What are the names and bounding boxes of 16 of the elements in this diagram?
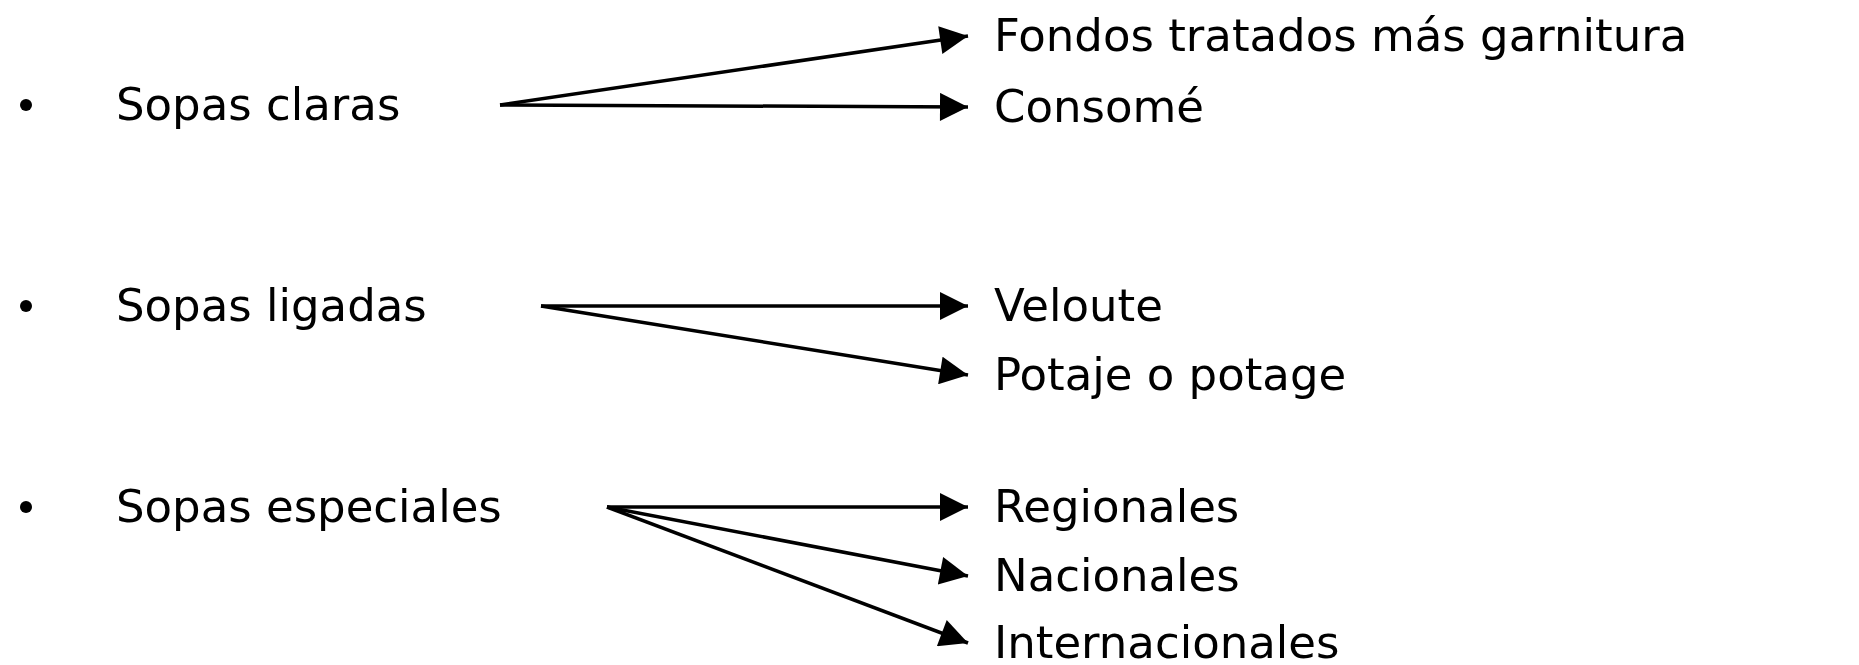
list-item-text: Sopas especiales — [116, 479, 607, 535]
list-item-text: Regionales — [968, 479, 1288, 535]
arrow — [500, 92, 968, 121]
arrow — [540, 304, 969, 385]
list-item-text: Sopas claras — [116, 77, 500, 133]
list-item-text: Fondos tratados más garnitura — [968, 8, 1854, 64]
list-item-text: Sopas ligadas — [116, 278, 541, 334]
list-item-text: Potaje o potage — [968, 347, 1468, 403]
list-item-text: Internacionales — [968, 615, 1388, 665]
list-item-text: Veloute — [968, 278, 1268, 334]
arrow — [541, 292, 968, 320]
arrow — [606, 505, 969, 647]
list-item-text: Consomé — [968, 79, 1268, 135]
arrow — [606, 505, 969, 585]
arrow — [607, 493, 968, 521]
list-item-text: Nacionales — [968, 548, 1288, 604]
